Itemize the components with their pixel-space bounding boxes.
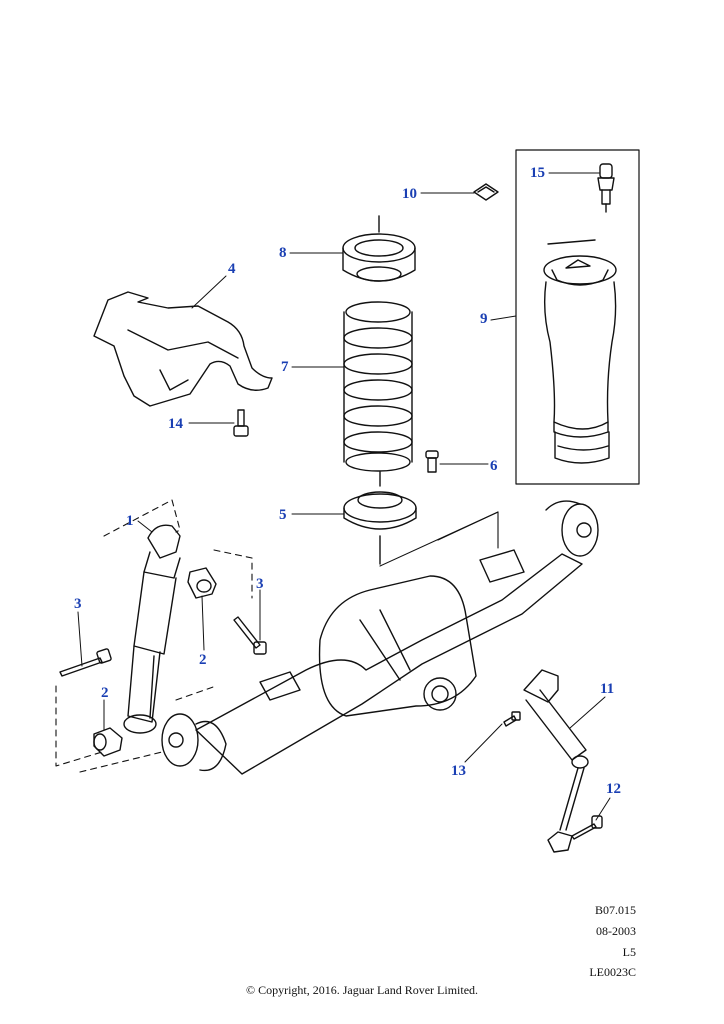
callout-13: 13: [451, 763, 466, 779]
shock-absorber-part: [123, 524, 181, 734]
reference-code: B07.015: [594, 903, 636, 917]
air-spring-part: [543, 239, 617, 464]
shock-bolt-part-right: [233, 616, 267, 655]
coil-spring-part: [343, 301, 413, 487]
callout-leader-lines: [77, 172, 611, 821]
link-screw-part: [571, 815, 603, 840]
callout-6: 6: [490, 458, 498, 474]
mounting-bracket-part: [93, 291, 273, 407]
air-spring-group-frame: [515, 149, 640, 485]
sensor-fixing-part: [503, 711, 521, 727]
reference-date: 08-2003: [596, 924, 636, 938]
callout-4: 4: [228, 261, 236, 277]
callout-3-left: 3: [74, 596, 82, 612]
lower-spring-seat-part: [343, 491, 417, 565]
callout-15: 15: [530, 165, 545, 181]
callout-11: 11: [600, 681, 615, 697]
upper-spring-seat-part: [342, 215, 416, 282]
rear-axle-assembly: [161, 500, 599, 775]
bracket-bolt-part: [233, 409, 249, 437]
bush-part-lower: [93, 727, 123, 757]
bush-part-upper: [187, 567, 217, 599]
shock-assembly-dashed-frame: [55, 499, 253, 773]
spring-clip-part: [473, 183, 499, 201]
callout-7: 7: [281, 359, 289, 375]
illustration-id: LE0023C: [589, 965, 636, 979]
callout-1: 1: [126, 513, 134, 529]
callout-8: 8: [279, 245, 287, 261]
callout-9: 9: [480, 311, 488, 327]
callout-3-right: 3: [256, 576, 264, 592]
callout-2-lower: 2: [101, 685, 109, 701]
callout-12: 12: [606, 781, 621, 797]
reference-level: L5: [622, 945, 636, 959]
callout-5: 5: [279, 507, 287, 523]
height-sensor-part: [523, 669, 589, 853]
copyright-notice: © Copyright, 2016. Jaguar Land Rover Lim…: [245, 983, 479, 997]
callout-10: 10: [402, 186, 417, 202]
mounting-bolt-part: [425, 450, 439, 473]
callout-14: 14: [168, 416, 183, 432]
callout-2-upper: 2: [199, 652, 207, 668]
shock-bolt-part-left: [59, 648, 112, 677]
air-valve-part: [597, 163, 615, 213]
